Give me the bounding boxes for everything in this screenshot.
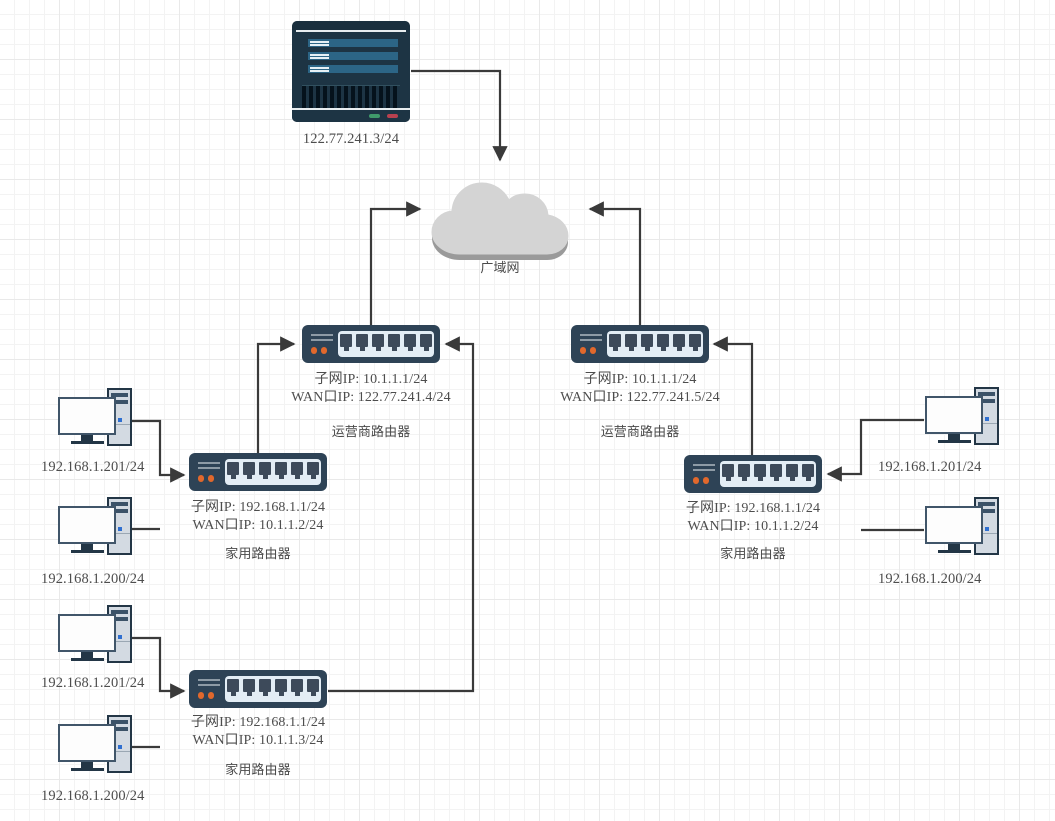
router-leds [311, 347, 327, 354]
pc-stand-base [938, 550, 971, 553]
pc-monitor [58, 506, 116, 544]
pc-right-b-ip: 192.168.1.200/24 [878, 571, 982, 587]
router-status-lines [198, 462, 220, 472]
server-icon[interactable] [292, 21, 410, 122]
wire-isp-left-to-cloud [369, 201, 422, 325]
server-cap-line [296, 30, 406, 32]
desktop-pc-icon[interactable] [58, 605, 132, 667]
pc-monitor [58, 397, 116, 435]
wan-cloud-node[interactable] [424, 172, 576, 265]
home-router-left-top-wan: WAN口IP: 10.1.1.2/24 [192, 518, 324, 533]
desktop-pc-icon[interactable] [58, 497, 132, 559]
server-drive-bays [308, 39, 398, 78]
home-router-left-bottom-type: 家用路由器 [225, 763, 291, 778]
isp-router-left-wan: WAN口IP: 122.77.241.4/24 [291, 390, 451, 405]
desktop-pc-icon[interactable] [925, 497, 999, 559]
router-port-panel [225, 459, 321, 485]
pc-left-top-a-ip: 192.168.1.201/24 [41, 459, 145, 475]
router-leds [198, 475, 214, 482]
isp-router-right-subnet: 子网IP: 10.1.1.1/24 [583, 372, 697, 387]
pc-monitor [925, 506, 983, 544]
router-leds [580, 347, 596, 354]
router-icon[interactable] [302, 325, 440, 363]
router-leds [693, 477, 709, 484]
pc-monitor [58, 724, 116, 762]
router-status-lines [580, 334, 602, 344]
home-router-left-top-node[interactable] [189, 453, 327, 491]
server-led-green [369, 114, 380, 118]
desktop-pc-icon[interactable] [925, 387, 999, 449]
pc-left-bottom-b-ip: 192.168.1.200/24 [41, 788, 145, 804]
pc-stand-base [938, 440, 971, 443]
isp-router-right-node[interactable] [571, 325, 709, 363]
pc-right-b-node[interactable] [925, 497, 999, 559]
pc-stand-neck [81, 762, 93, 768]
router-port-panel [225, 676, 321, 702]
home-router-left-bottom-wan: WAN口IP: 10.1.1.3/24 [192, 733, 324, 748]
pc-stand-neck [81, 435, 93, 441]
pc-stand-base [71, 550, 104, 553]
pc-stand-neck [948, 434, 960, 440]
wire-server-to-cloud [411, 69, 508, 162]
pc-left-top-a-node[interactable] [58, 388, 132, 450]
home-router-right-wan: WAN口IP: 10.1.1.2/24 [687, 519, 819, 534]
cloud-icon[interactable] [424, 172, 576, 260]
pc-stand-neck [81, 652, 93, 658]
isp-router-left-subnet: 子网IP: 10.1.1.1/24 [314, 372, 428, 387]
pc-left-bottom-a-ip: 192.168.1.201/24 [41, 675, 145, 691]
router-status-lines [311, 334, 333, 344]
pc-left-top-b-ip: 192.168.1.200/24 [41, 571, 145, 587]
router-icon[interactable] [189, 453, 327, 491]
pc-monitor [925, 396, 983, 434]
pc-monitor [58, 614, 116, 652]
pc-stand-base [71, 658, 104, 661]
home-router-left-bottom-subnet: 子网IP: 192.168.1.1/24 [190, 715, 326, 730]
pc-right-a-ip: 192.168.1.201/24 [878, 459, 982, 475]
pc-left-top-b-node[interactable] [58, 497, 132, 559]
router-status-lines [693, 464, 715, 474]
router-icon[interactable] [571, 325, 709, 363]
wire-isp-right-to-cloud [588, 201, 642, 325]
server-led-red [387, 114, 398, 118]
router-status-lines [198, 679, 220, 689]
isp-router-right-type: 运营商路由器 [600, 425, 680, 440]
wan-cloud-label: 广域网 [480, 261, 520, 276]
router-port-panel [720, 461, 816, 487]
router-icon[interactable] [684, 455, 822, 493]
pc-right-a-node[interactable] [925, 387, 999, 449]
pc-stand-neck [948, 544, 960, 550]
pc-left-bottom-b-node[interactable] [58, 715, 132, 777]
home-router-left-top-type: 家用路由器 [225, 547, 291, 562]
desktop-pc-icon[interactable] [58, 388, 132, 450]
server-ip-label: 122.77.241.3/24 [302, 131, 400, 147]
isp-router-left-type: 运营商路由器 [331, 425, 411, 440]
server-top-cap [292, 21, 410, 30]
home-router-right-subnet: 子网IP: 192.168.1.1/24 [685, 501, 821, 516]
isp-router-left-node[interactable] [302, 325, 440, 363]
desktop-pc-icon[interactable] [58, 715, 132, 777]
router-port-panel [607, 331, 703, 357]
server-bottom-strip [292, 108, 410, 122]
pc-stand-neck [81, 544, 93, 550]
router-icon[interactable] [189, 670, 327, 708]
pc-stand-base [71, 768, 104, 771]
home-router-left-top-subnet: 子网IP: 192.168.1.1/24 [190, 500, 326, 515]
server-vents [302, 85, 400, 109]
isp-router-right-wan: WAN口IP: 122.77.241.5/24 [560, 390, 720, 405]
pc-left-bottom-a-node[interactable] [58, 605, 132, 667]
home-router-left-bottom-node[interactable] [189, 670, 327, 708]
router-port-panel [338, 331, 434, 357]
server-node[interactable] [292, 21, 410, 122]
router-leds [198, 692, 214, 699]
home-router-right-node[interactable] [684, 455, 822, 493]
pc-stand-base [71, 441, 104, 444]
home-router-right-type: 家用路由器 [720, 547, 786, 562]
